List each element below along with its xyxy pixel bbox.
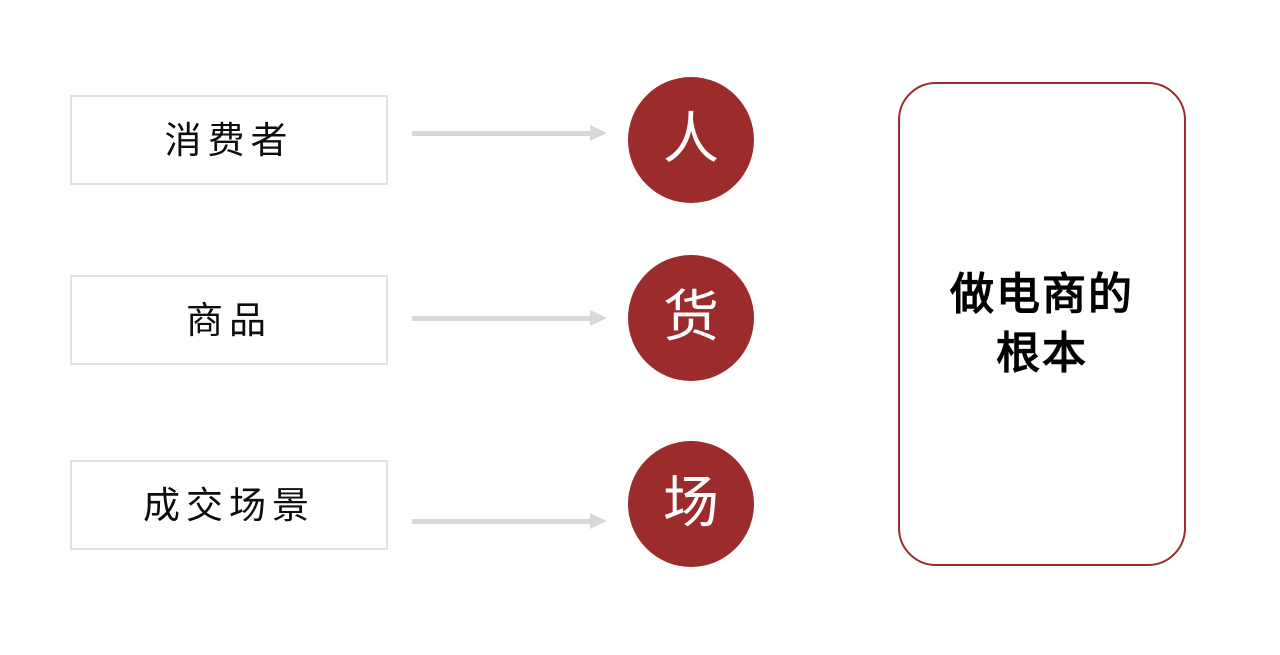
arrow-head-icon: [590, 310, 607, 326]
target-circle-person[interactable]: 人: [628, 77, 754, 203]
conclusion-panel[interactable]: 做电商的 根本: [898, 82, 1186, 566]
source-box-label: 成交场景: [143, 483, 315, 527]
target-circle-label: 场: [663, 471, 719, 536]
arrow-shaft-icon: [412, 316, 591, 321]
arrow-shaft-icon: [412, 131, 591, 136]
target-circle-label: 人: [663, 107, 719, 172]
conclusion-line-1: 做电商的: [950, 268, 1134, 320]
target-circle-place[interactable]: 场: [628, 441, 754, 567]
arrow-scenario-to-place: [412, 513, 607, 529]
source-box-consumer[interactable]: 消费者: [70, 95, 388, 185]
arrow-consumer-to-person: [412, 125, 607, 141]
target-circle-label: 货: [663, 285, 719, 350]
source-box-scenario[interactable]: 成交场景: [70, 460, 388, 550]
arrow-head-icon: [590, 125, 607, 141]
source-box-product[interactable]: 商品: [70, 275, 388, 365]
arrow-head-icon: [590, 513, 607, 529]
conclusion-text: 做电商的 根本: [950, 265, 1134, 384]
target-circle-goods[interactable]: 货: [628, 255, 754, 381]
arrow-product-to-goods: [412, 310, 607, 326]
conclusion-line-2: 根本: [996, 328, 1088, 379]
arrow-shaft-icon: [412, 519, 591, 524]
source-box-label: 消费者: [164, 118, 294, 162]
source-box-label: 商品: [186, 298, 272, 342]
